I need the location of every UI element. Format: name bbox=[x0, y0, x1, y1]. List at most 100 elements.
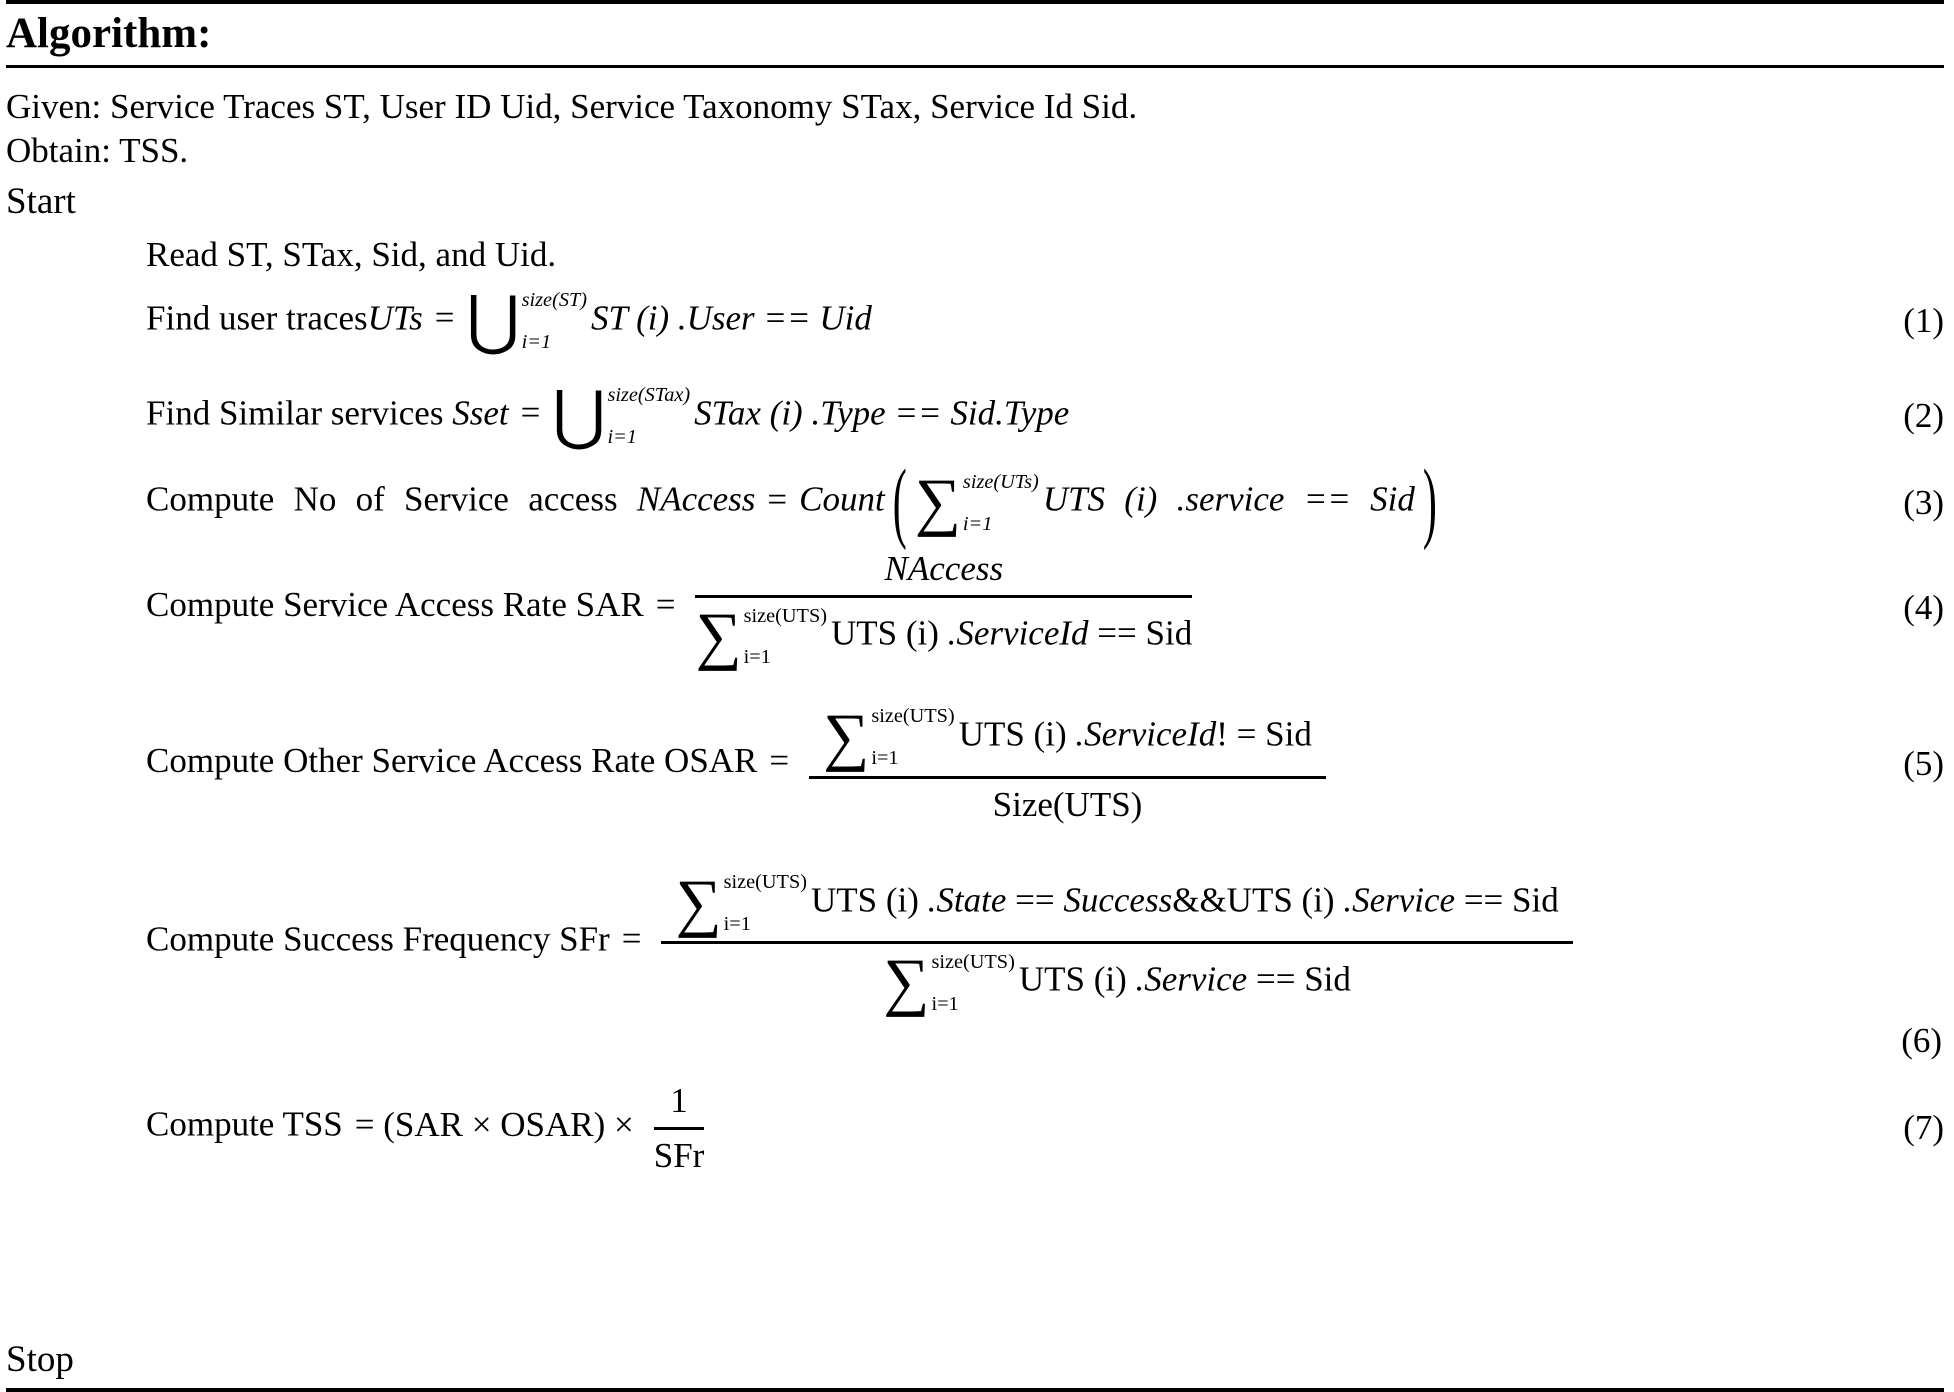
eq1-union-operator: ⋃size(ST)i=1 bbox=[467, 289, 591, 354]
eq3-lhs: NAccess bbox=[636, 479, 756, 519]
eq3-sum-sup: size(UTs) bbox=[962, 470, 1039, 493]
eq4-den-b: .ServiceId bbox=[947, 613, 1089, 653]
eq1-union-limits: size(ST) i=1 bbox=[522, 290, 587, 352]
eq5-num-b: .ServiceId bbox=[1075, 714, 1217, 754]
eq2-expression: STax (i) .Type == Sid.Type bbox=[694, 393, 1070, 433]
eq7-denominator-text: SFr bbox=[653, 1136, 705, 1176]
equation-5-number: (5) bbox=[1903, 743, 1944, 783]
eq1-union-sub: i=1 bbox=[521, 331, 552, 354]
eq5-num-d: Sid bbox=[1265, 714, 1312, 754]
eq2-prefix: Find Similar services bbox=[146, 393, 453, 433]
eq2-union-sub: i=1 bbox=[607, 425, 637, 448]
sum-icon: ∑ bbox=[914, 466, 961, 539]
obtain-line: Obtain: TSS. bbox=[6, 130, 189, 170]
eq4-den-c: == bbox=[1088, 613, 1146, 653]
eq5-sum-limits: size(UTS)i=1 bbox=[871, 706, 954, 768]
spacer bbox=[6, 1176, 1944, 1338]
equation-3-number: (3) bbox=[1903, 482, 1944, 522]
title-divider-rule bbox=[6, 65, 1944, 69]
eq5-denominator: Size(UTS) bbox=[809, 779, 1326, 825]
eq1-union-sup: size(ST) bbox=[521, 289, 587, 312]
eq6-num-i: Sid bbox=[1512, 880, 1559, 920]
eq6-equals: = bbox=[621, 919, 642, 959]
eq6-num-d: Success bbox=[1063, 880, 1173, 920]
eq3-equals: = bbox=[767, 479, 788, 519]
eq7-prefix: Compute TSS bbox=[146, 1104, 343, 1144]
eq1-lhs: UTs bbox=[367, 298, 423, 338]
eq6-num-b: .State bbox=[927, 880, 1007, 920]
eq6-num-g: .Service bbox=[1343, 880, 1456, 920]
equation-2-body: Find Similar services Sset=⋃size(STax)i=… bbox=[146, 379, 1889, 452]
equation-4-number: (4) bbox=[1903, 588, 1944, 628]
equation-6-body: Compute Success Frequency SFr=∑size(UTS)… bbox=[146, 869, 1944, 1016]
eq2-union-operator: ⋃size(STax) i=1 bbox=[552, 379, 694, 452]
eq3-count-function: Count bbox=[799, 479, 885, 519]
stop-line: Stop bbox=[6, 1339, 74, 1381]
eq3-sum-limits: size(UTs) i=1 bbox=[963, 472, 1039, 534]
eq6-den-b: .Service bbox=[1135, 959, 1248, 999]
eq6-denominator-sum-sub: i=1 bbox=[931, 992, 959, 1015]
eq6-den-d: Sid bbox=[1304, 959, 1351, 999]
eq6-num-h: == bbox=[1455, 880, 1513, 920]
eq4-numerator-text: NAccess bbox=[884, 549, 1004, 589]
eq4-prefix: Compute Service Access Rate SAR bbox=[146, 585, 644, 625]
eq4-den-a: UTS (i) bbox=[830, 613, 948, 653]
equation-7-number: (7) bbox=[1903, 1107, 1944, 1147]
eq2-union-limits: size(STax) i=1 bbox=[607, 385, 690, 447]
equation-5-body: Compute Other Service Access Rate OSAR=∑… bbox=[146, 703, 1889, 825]
bottom-rule bbox=[6, 1388, 1944, 1392]
eq6-num-f: UTS (i) bbox=[1226, 880, 1344, 920]
union-icon: ⋃ bbox=[552, 379, 606, 452]
eq5-num-a: UTS (i) bbox=[958, 714, 1076, 754]
eq6-num-a: UTS (i) bbox=[810, 880, 928, 920]
equation-4-body: Compute Service Access Rate SAR = NAccess ∑… bbox=[146, 547, 1889, 669]
top-rule bbox=[6, 0, 1944, 4]
sum-icon: ∑ bbox=[883, 946, 930, 1019]
eq5-prefix: Compute Other Service Access Rate OSAR bbox=[146, 740, 758, 780]
eq6-numerator-sum-limits: size(UTS)i=1 bbox=[724, 872, 807, 934]
eq3-expression: UTS (i) .service == Sid bbox=[1042, 479, 1415, 519]
eq3-prefix: Compute No of Service access bbox=[146, 479, 637, 519]
equation-6-number: (6) bbox=[1901, 1021, 1942, 1061]
big-paren-open: ( bbox=[892, 453, 907, 553]
equation-2-row: Find Similar services Sset=⋃size(STax)i=… bbox=[146, 379, 1944, 452]
sum-icon: ∑ bbox=[695, 600, 742, 673]
eq6-numerator-sum-operator: ∑size(UTS)i=1 bbox=[675, 866, 811, 939]
eq3-sum-sub: i=1 bbox=[962, 512, 993, 535]
eq6-denominator-sum-sup: size(UTS) bbox=[931, 950, 1015, 973]
eq1-equals: = bbox=[434, 298, 455, 338]
eq4-sum-operator: ∑size(UTS)i=1 bbox=[695, 604, 831, 669]
equation-3-row: Compute No of Service access NAccess = Cou… bbox=[146, 458, 1944, 548]
eq4-sum-sup: size(UTS) bbox=[743, 604, 827, 627]
eq6-prefix: Compute Success Frequency SFr bbox=[146, 919, 610, 959]
eq5-den-text: Size(UTS) bbox=[992, 784, 1143, 824]
eq4-den-d: Sid bbox=[1145, 613, 1193, 653]
eq7-denominator: SFr bbox=[654, 1130, 705, 1176]
eq5-num-c: ! = bbox=[1216, 714, 1266, 754]
eq7-numerator-text: 1 bbox=[670, 1081, 688, 1121]
sum-icon: ∑ bbox=[675, 866, 722, 939]
eq2-union-sup: size(STax) bbox=[607, 384, 691, 407]
eq6-numerator-sum-sub: i=1 bbox=[723, 912, 751, 935]
given-line: Given: Service Traces ST, User ID Uid, S… bbox=[6, 87, 1138, 127]
eq7-equals: = (SAR × OSAR) × bbox=[354, 1104, 634, 1144]
eq2-lhs: Sset bbox=[452, 393, 509, 433]
eq4-equals: = bbox=[655, 585, 676, 625]
equation-5-row: Compute Other Service Access Rate OSAR=∑… bbox=[146, 703, 1944, 825]
eq6-den-a: UTS (i) bbox=[1018, 959, 1136, 999]
eq3-sum-operator: ∑size(UTs)i=1 bbox=[915, 470, 1043, 535]
equation-6-row: Compute Success Frequency SFr=∑size(UTS)… bbox=[146, 869, 1944, 1016]
union-icon: ⋃ bbox=[466, 284, 520, 357]
eq6-denominator-sum-operator: ∑size(UTS)i=1 bbox=[883, 950, 1019, 1015]
read-line: Read ST, STax, Sid, and Uid. bbox=[146, 234, 557, 274]
eq4-numerator: NAccess bbox=[695, 547, 1193, 599]
